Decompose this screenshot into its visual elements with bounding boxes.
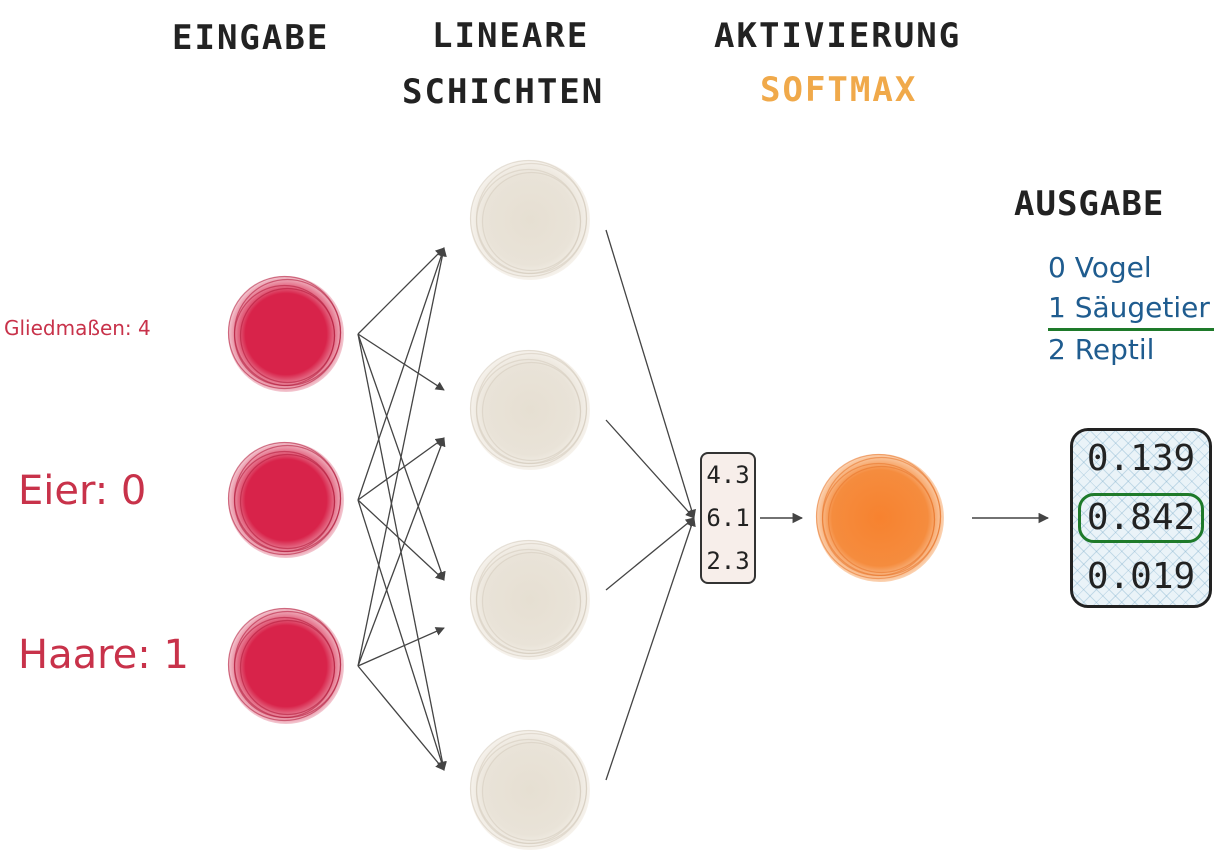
header-activation: AKTIVIERUNG <box>714 16 962 56</box>
connection-input-hidden <box>357 247 445 335</box>
connection-input-hidden <box>357 333 445 391</box>
connection-input-hidden <box>357 627 445 667</box>
header-output: AUSGABE <box>1014 184 1165 224</box>
input-node <box>227 275 344 392</box>
probability-value-highlighted: 0.842 <box>1077 493 1205 543</box>
input-node <box>227 441 344 558</box>
connection-hidden-logits <box>605 517 695 591</box>
header-input: EINGABE <box>172 18 330 58</box>
header-linear-line2: SCHICHTEN <box>402 72 605 112</box>
hidden-node <box>469 159 590 280</box>
logit-vector: 4.3 6.1 2.3 <box>700 452 756 584</box>
connection-input-hidden <box>357 665 445 771</box>
logit-value: 4.3 <box>706 461 750 490</box>
input-label-hair: Haare: 1 <box>18 632 189 678</box>
hidden-node <box>469 539 590 660</box>
input-node <box>227 607 344 724</box>
connection-input-hidden <box>357 499 446 771</box>
input-label-eggs: Eier: 0 <box>18 468 147 514</box>
header-linear-line1: LINEARE <box>432 16 590 56</box>
logit-value: 6.1 <box>706 503 750 532</box>
connection-hidden-logits <box>605 517 696 781</box>
connection-input-hidden <box>357 247 446 501</box>
class-legend-mammal: 1 Säugetier <box>1048 288 1214 331</box>
connection-input-hidden <box>357 499 445 581</box>
class-legend-reptile: 2 Reptil <box>1048 333 1155 366</box>
softmax-node <box>815 453 944 582</box>
connection-hidden-logits <box>605 419 695 519</box>
connection-input-hidden <box>357 437 445 501</box>
probability-value: 0.019 <box>1086 556 1196 597</box>
connection-hidden-logits <box>605 229 696 519</box>
probability-vector: 0.139 0.842 0.019 <box>1070 428 1212 608</box>
logit-value: 2.3 <box>706 546 750 575</box>
input-label-limbs: Gliedmaßen: 4 <box>4 316 151 340</box>
hidden-node <box>469 349 590 470</box>
header-softmax: SOFTMAX <box>760 70 918 110</box>
class-legend-bird: 0 Vogel <box>1048 251 1152 284</box>
connection-input-hidden <box>357 247 447 667</box>
probability-value: 0.139 <box>1086 438 1196 479</box>
connection-input-hidden <box>357 437 446 667</box>
hidden-node <box>469 729 590 850</box>
